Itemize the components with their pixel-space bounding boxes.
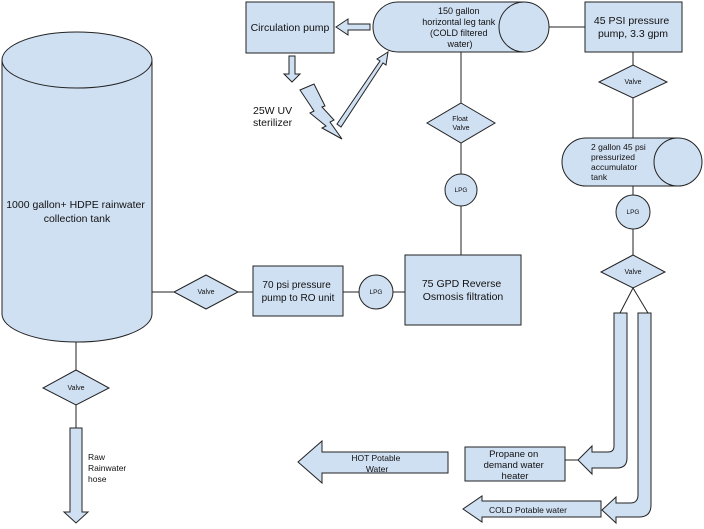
accumulator-tank: 2 gallon 45 psi pressurized accumulator … — [561, 137, 703, 187]
horizontal-tank-label: 150 gallon horizontal leg tank (COLD fil… — [422, 6, 498, 49]
valve-middle: Valve — [172, 274, 240, 310]
hot-water-label: HOT Potable Water — [351, 453, 402, 474]
float-valve-label: Float Valve — [452, 116, 470, 132]
collection-tank-label: 1000 gallon+ HDPE rainwater collection t… — [6, 199, 148, 225]
valve-bottom-label: Valve — [68, 385, 85, 392]
lpg-gauge-middle: LPG — [358, 274, 394, 310]
connector-valve-split-right — [632, 287, 649, 314]
collection-tank: 1000 gallon+ HDPE rainwater collection t… — [1, 31, 153, 343]
pressure-pump-70psi: 70 psi pressure pump to RO unit — [252, 265, 344, 317]
uv-sterilizer-label: 25W UV sterilizer — [253, 105, 295, 129]
pressure-pump-70psi-label: 70 psi pressure pump to RO unit — [262, 280, 335, 304]
float-valve: Float Valve — [426, 102, 496, 144]
accumulator-tank-label: 2 gallon 45 psi pressurized accumulator … — [591, 142, 648, 182]
cold-water-arrow — [462, 495, 602, 523]
lpg-gauge-upper: LPG — [444, 173, 478, 207]
arrow-to-uv-sterilizer — [282, 55, 302, 83]
hot-water-arrow — [297, 439, 449, 485]
circulation-pump-label: Circulation pump — [251, 22, 330, 34]
ro-filtration: 75 GPD Reverse Osmosis filtration — [404, 254, 522, 326]
water-heater-label: Propane on demand water heater — [484, 449, 547, 482]
water-heater: Propane on demand water heater — [464, 446, 566, 482]
valve-right-label: Valve — [625, 269, 642, 276]
connector-valve-split-left — [619, 287, 634, 314]
pressure-pump-45psi: 45 PSI pressure pump, 3.3 gpm — [584, 1, 683, 53]
valve-top-right-label: Valve — [625, 79, 642, 86]
cold-water-label: COLD Potable water — [489, 505, 567, 515]
pipe-to-water-heater — [577, 312, 628, 476]
uv-sterilizer-bolt — [299, 83, 343, 140]
raw-hose-arrow — [62, 427, 90, 524]
arrow-to-circulation-pump — [335, 18, 371, 36]
valve-bottom: Valve — [41, 369, 111, 406]
circulation-pump: Circulation pump — [245, 1, 335, 54]
pressure-pump-45psi-label: 45 PSI pressure pump, 3.3 gpm — [594, 15, 672, 40]
horizontal-tank: 150 gallon horizontal leg tank (COLD fil… — [372, 1, 550, 53]
lpg-gauge-right: LPG — [615, 194, 651, 230]
valve-right: Valve — [599, 254, 667, 289]
lpg-gauge-middle-label: LPG — [369, 289, 382, 296]
arrow-to-horizontal-tank — [336, 50, 389, 128]
raw-hose-label: Raw Rainwater hose — [88, 452, 129, 484]
lpg-gauge-upper-label: LPG — [454, 187, 467, 194]
lpg-gauge-right-label: LPG — [626, 209, 639, 216]
valve-top-right: Valve — [597, 64, 669, 99]
valve-middle-label: Valve — [198, 289, 215, 296]
ro-filtration-label: 75 GPD Reverse Osmosis filtration — [422, 278, 504, 303]
pipe-to-cold-water — [601, 312, 652, 525]
